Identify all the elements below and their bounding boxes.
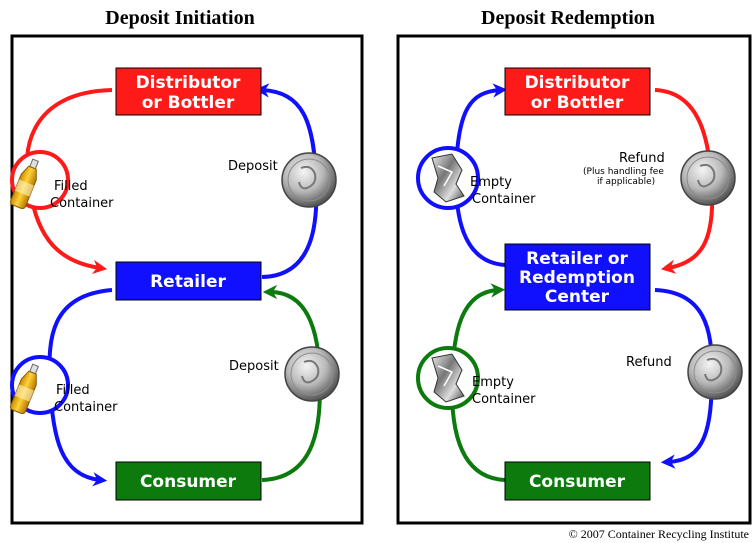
left-panel-title: Deposit Initiation: [105, 7, 254, 29]
right-top-refund-note-2: if applicable): [597, 177, 655, 187]
right-distributor-label-2: or Bottler: [531, 93, 624, 113]
left-retailer-box: Retailer: [115, 261, 262, 301]
left-bottom-item-label-1: Filled: [56, 383, 90, 398]
right-retailer-label-1: Retailer or: [526, 249, 628, 269]
left-consumer-box: Consumer: [115, 461, 262, 501]
right-retailer-box: Retailer or Redemption Center: [504, 243, 651, 311]
right-consumer-box: Consumer: [504, 461, 651, 501]
bottle-icon: [9, 355, 70, 415]
right-bottom-refund-label: Refund: [626, 355, 672, 370]
coin-icon: [687, 344, 743, 400]
right-top-item-label-2: Container: [472, 192, 536, 207]
left-distributor-label-1: Distributor: [136, 73, 241, 93]
coin-icon: [284, 346, 340, 402]
right-panel-frame: [396, 34, 752, 525]
crushed-can-icon: [416, 146, 480, 210]
right-distributor-box: Distributor or Bottler: [504, 67, 651, 116]
right-bottom-item-label-1: Empty: [472, 375, 514, 390]
right-distributor-label-1: Distributor: [525, 73, 630, 93]
left-bottom-item-label-2: Container: [54, 400, 118, 415]
left-retailer-label: Retailer: [150, 272, 226, 292]
right-top-item-label-1: Empty: [470, 175, 512, 190]
right-top-refund-label: Refund: [619, 151, 665, 166]
left-distributor-label-2: or Bottler: [142, 93, 235, 113]
left-panel-frame: [10, 34, 364, 525]
coin-icon: [680, 150, 736, 206]
right-retailer-label-2: Redemption: [519, 268, 635, 288]
left-distributor-box: Distributor or Bottler: [115, 67, 262, 116]
bottle-icon: [9, 150, 70, 210]
right-panel-title: Deposit Redemption: [481, 7, 655, 29]
right-top-refund-note-1: (Plus handling fee: [583, 167, 664, 177]
copyright-notice: © 2007 Container Recycling Institute: [569, 527, 749, 541]
left-consumer-label: Consumer: [140, 472, 237, 492]
left-top-deposit-label: Deposit: [228, 159, 278, 174]
coin-icon: [281, 152, 337, 208]
right-retailer-label-3: Center: [545, 287, 610, 307]
left-top-item-label-1: Filled: [54, 179, 88, 194]
left-bottom-deposit-label: Deposit: [229, 359, 279, 374]
right-consumer-label: Consumer: [529, 472, 626, 492]
left-top-item-label-2: Container: [50, 196, 114, 211]
right-bottom-item-label-2: Container: [472, 392, 536, 407]
crushed-can-icon: [416, 346, 480, 410]
